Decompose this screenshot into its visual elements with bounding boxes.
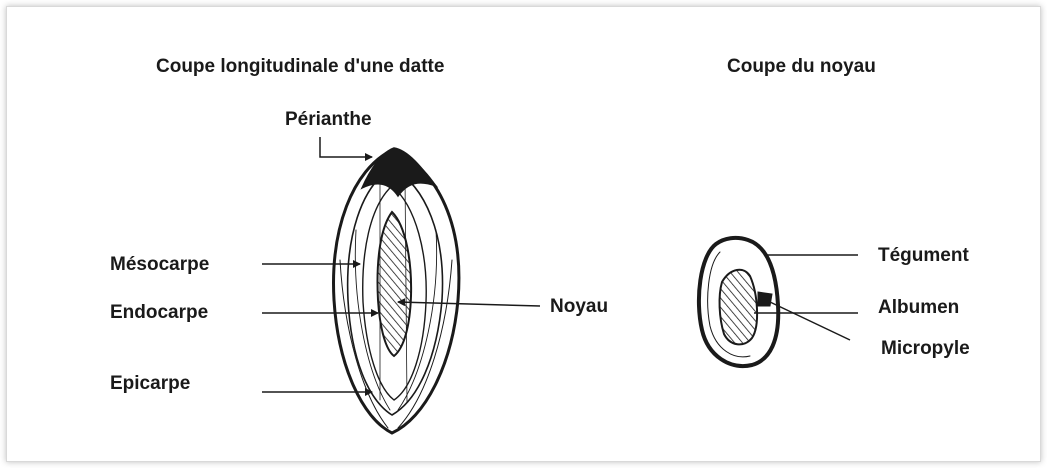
seed-micropyle (758, 292, 772, 306)
date-fruit-drawing (334, 148, 459, 433)
seed-section-drawing (699, 238, 778, 366)
leader-perianthe (320, 137, 372, 157)
leader-noyau (398, 302, 540, 306)
leader-micropyle (770, 302, 850, 340)
seed-albumen (720, 270, 758, 345)
date-perianth (362, 148, 436, 196)
date-seed (378, 212, 412, 356)
